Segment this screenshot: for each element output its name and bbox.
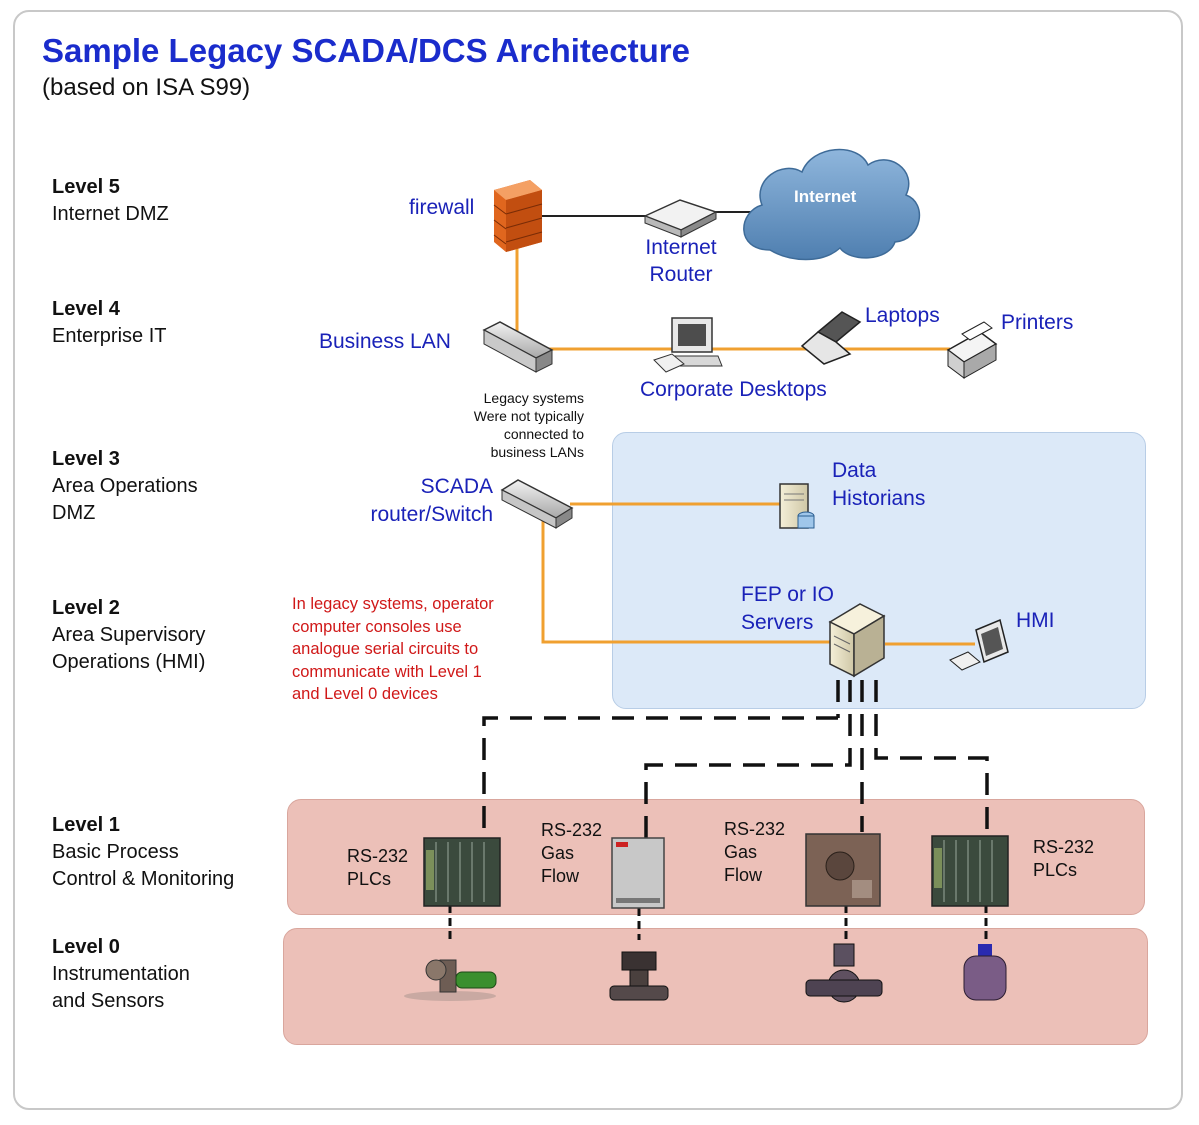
fep-servers-label: FEP or IO Servers — [741, 581, 834, 637]
desktop-icon — [653, 317, 723, 373]
hmi-label: HMI — [1016, 609, 1055, 632]
cloud-icon — [743, 149, 921, 261]
device-label-line: RS-232 — [724, 819, 786, 839]
diagram-title: Sample Legacy SCADA/DCS Architecture — [42, 32, 690, 69]
level-number: Level 2 — [52, 597, 120, 619]
network-links — [515, 230, 975, 646]
device-label-line: RS-232 — [541, 820, 603, 840]
level-5-label: Level 5 Internet DMZ — [52, 174, 169, 228]
hmi-icon — [949, 618, 1009, 671]
level-desc: Area Operations — [52, 475, 198, 497]
business-lan-label: Business LAN — [319, 330, 451, 353]
firewall-icon — [493, 180, 543, 252]
plc-rack-icon — [423, 837, 501, 907]
device-label-plc-1: RS-232 PLCs — [347, 845, 408, 891]
fep-label-line: FEP or IO — [741, 583, 834, 606]
operations-zone — [612, 432, 1146, 709]
level-desc: Control & Monitoring — [52, 868, 235, 890]
device-label-gasflow-2: RS-232 Gas Flow — [724, 818, 785, 887]
level-desc: and Sensors — [52, 990, 165, 1012]
historian-server-icon — [779, 483, 815, 529]
note-line: Were not typically — [473, 408, 584, 424]
printer-icon — [946, 321, 998, 379]
note-line: connected to — [503, 426, 584, 442]
gas-flow-meter-icon — [611, 837, 665, 909]
level-number: Level 1 — [52, 814, 120, 836]
legacy-serial-note: In legacy systems, operator computer con… — [292, 595, 494, 703]
internet-label: Internet — [794, 187, 857, 206]
level-2-label: Level 2 Area Supervisory Operations (HMI… — [52, 595, 205, 676]
serial-plc-1 — [482, 716, 838, 840]
field-links — [448, 905, 988, 945]
diagram-subtitle: (based on ISA S99) — [42, 74, 251, 101]
note-line: business LANs — [490, 444, 584, 460]
data-historians-label: Data Historians — [832, 457, 925, 513]
internet-router-label: Internet Router — [641, 236, 721, 287]
switch-icon — [482, 321, 554, 373]
level-0-label: Level 0 Instrumentation and Sensors — [52, 934, 190, 1015]
fep-server-icon — [828, 603, 886, 678]
level-desc: DMZ — [52, 502, 96, 524]
serial-plc-2 — [874, 680, 989, 840]
laptop-icon — [800, 311, 862, 365]
device-label-line: RS-232 — [347, 846, 409, 866]
device-label-plc-2: RS-232 PLCs — [1033, 836, 1094, 882]
scada-label-line: SCADA — [420, 475, 493, 498]
level-4-label: Level 4 Enterprise IT — [52, 296, 166, 350]
level-1-label: Level 1 Basic Process Control & Monitori… — [52, 812, 234, 893]
fep-label-line: Servers — [741, 611, 814, 634]
level-3-label: Level 3 Area Operations DMZ — [52, 446, 198, 527]
device-label-line: Gas — [541, 843, 575, 863]
plc-rack-icon — [931, 835, 1009, 907]
device-label-gasflow-1: RS-232 Gas Flow — [541, 819, 602, 888]
firewall-label: firewall — [409, 196, 475, 219]
level-desc: Enterprise IT — [52, 325, 167, 347]
level-desc: Instrumentation — [52, 963, 190, 985]
level-number: Level 3 — [52, 448, 120, 470]
level-desc: Area Supervisory — [52, 624, 206, 646]
scada-switch-icon — [500, 479, 574, 529]
level-number: Level 4 — [52, 298, 120, 320]
router-icon — [643, 199, 718, 238]
device-label-line: RS-232 — [1033, 837, 1095, 857]
historian-label-line: Data — [832, 459, 877, 482]
device-label-line: Flow — [541, 866, 580, 886]
internet-links — [540, 211, 756, 217]
serial-gasflow-1 — [644, 680, 852, 840]
scada-fep-link — [541, 520, 830, 644]
level-number: Level 0 — [52, 936, 120, 958]
device-label-line: Gas — [724, 842, 758, 862]
gas-flow-unit-icon — [805, 833, 881, 907]
control-valve-icon — [805, 943, 883, 1003]
router-label-line: Internet — [645, 236, 717, 259]
tank-sensor-icon — [963, 944, 1007, 1001]
scada-label-line: router/Switch — [370, 503, 493, 526]
corporate-desktops-label: Corporate Desktops — [640, 378, 827, 401]
device-label-line: PLCs — [347, 869, 392, 889]
level-desc: Basic Process — [52, 841, 179, 863]
laptops-label: Laptops — [865, 304, 940, 327]
level-desc: Operations (HMI) — [52, 651, 206, 673]
serial-links — [482, 680, 989, 840]
router-label-line: Router — [649, 263, 713, 287]
pump-sensor-icon — [404, 959, 497, 1001]
legacy-lan-note: Legacy systems Were not typically connec… — [440, 389, 584, 461]
scada-router-label: SCADA router/Switch — [356, 473, 493, 529]
historian-label-line: Historians — [832, 487, 926, 510]
level-number: Level 5 — [52, 176, 120, 198]
device-label-line: PLCs — [1033, 860, 1078, 880]
device-label-line: Flow — [724, 865, 763, 885]
note-line: Legacy systems — [483, 390, 584, 406]
printers-label: Printers — [1001, 311, 1074, 334]
level-desc: Internet DMZ — [52, 203, 169, 225]
flow-valve-icon — [609, 951, 669, 1001]
